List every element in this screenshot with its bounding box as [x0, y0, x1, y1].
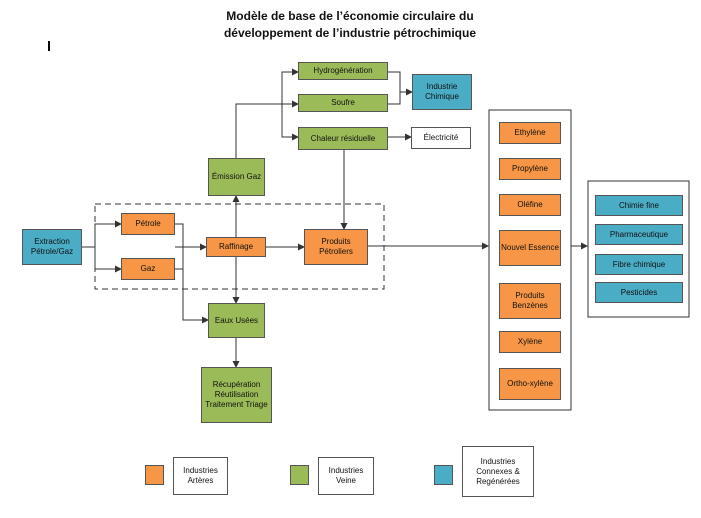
edge-soufre-chimique: [388, 92, 401, 105]
edge-petrole-raffinage: [175, 223, 209, 324]
applications-frame: [587, 180, 690, 318]
node-xylene: Xylène: [499, 331, 561, 353]
edge-emission-chaleur: [281, 104, 299, 141]
derivatives-frame: [488, 109, 572, 411]
legend-swatch-connexes: [434, 465, 453, 485]
node-produits-benzenes: Produits Benzènes: [499, 283, 561, 319]
edge-extraction-gaz: [94, 247, 122, 273]
edge-emission-soufre: [235, 100, 299, 158]
node-ethylene: Ethylène: [499, 122, 561, 144]
title-line-1: Modèle de base de l’économie circulaire …: [226, 9, 474, 23]
edge-emission-hydro: [281, 68, 299, 104]
legend-label-connexes: Industries Connexes & Regénérées: [462, 446, 534, 497]
node-chaleur-residuelle: Chaleur résiduelle: [298, 127, 388, 150]
node-raffinage: Raffinage: [206, 237, 266, 257]
legend-swatch-veine: [290, 465, 309, 485]
node-gaz: Gaz: [121, 258, 175, 280]
node-soufre: Soufre: [298, 94, 388, 112]
node-olefine: Oléfine: [499, 194, 561, 216]
node-eaux-usees: Eaux Usées: [208, 303, 265, 338]
node-industrie-chimique: Industrie Chimique: [412, 74, 472, 110]
node-extraction: Extraction Pétrole/Gaz: [22, 229, 82, 265]
node-fibre-chimique: Fibre chimique: [595, 254, 683, 275]
node-nouvel-essence: Nouvel Essence: [499, 230, 561, 266]
text-cursor: [48, 41, 50, 51]
diagram-title: Modèle de base de l’économie circulaire …: [150, 8, 550, 42]
title-line-2: développement de l’industrie pétrochimiq…: [223, 26, 477, 40]
node-hydrogenation: Hydrogénération: [298, 62, 388, 80]
node-produits-petroliers: Produits Pétroliers: [304, 229, 368, 265]
node-petrole: Pétrole: [121, 213, 175, 235]
node-electricite: Électricité: [411, 127, 471, 149]
edge-hydro-chimique: [388, 71, 413, 96]
node-chimie-fine: Chimie fine: [595, 195, 683, 216]
node-ortho-xylene: Ortho-xylène: [499, 368, 561, 400]
legend-label-veine: Industries Veine: [318, 457, 374, 495]
node-recuperation: Récupération Réutilisation Traitement Tr…: [201, 367, 272, 423]
legend-swatch-arteres: [145, 465, 164, 485]
node-propylene: Propylène: [499, 158, 561, 180]
node-pharmaceutique: Pharmaceutique: [595, 224, 683, 245]
edge-extraction-petrole: [82, 220, 122, 248]
node-emission-gaz: Émission Gaz: [208, 158, 265, 196]
node-pesticides: Pesticides: [595, 282, 683, 303]
legend-label-arteres: Industries Artères: [173, 457, 228, 495]
